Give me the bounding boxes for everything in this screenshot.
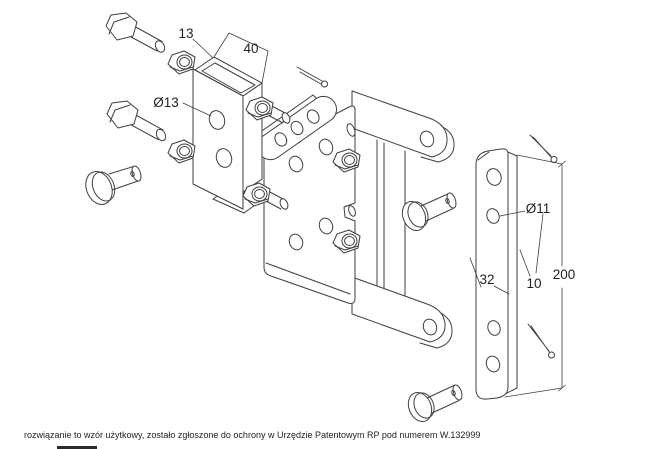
caption: rozwiązanie to wzór użytkowy, zostało zg… (24, 430, 481, 440)
clevis-pin-3 (407, 384, 463, 423)
c-bracket-bottom-arm (351, 276, 446, 343)
main-plate-edge-hole (346, 123, 356, 137)
tube-plate-hole (215, 148, 233, 168)
main-plate-hole (288, 155, 304, 173)
link-plate-hole (306, 109, 320, 124)
c-bracket-top-hole (419, 130, 435, 148)
link-plate-hole (274, 132, 288, 147)
link-plate-hole (290, 120, 304, 136)
flat-bar-hole (487, 320, 501, 336)
square-tube (192, 56, 263, 214)
cotter-pin-right-bottom (527, 323, 555, 359)
flat-bar-face (475, 148, 509, 400)
c-bracket-bottom-hole (422, 318, 438, 336)
main-plate-hole (288, 233, 304, 251)
bolt-head (106, 100, 139, 129)
tube-opening (201, 62, 256, 94)
dim-plate-hole: Ø13 (153, 95, 179, 110)
dim-bar-thickness: 10 (526, 276, 541, 291)
hex-bolt-2 (106, 100, 167, 142)
cotter-pin-top (296, 66, 328, 88)
loose-nut-2 (167, 139, 196, 164)
tube-bolt-lower (242, 182, 289, 210)
loose-nut-1 (167, 50, 196, 75)
clevis-pin-2 (401, 192, 457, 232)
dim-bar-width: 32 (479, 272, 494, 287)
flat-bar-hole (486, 208, 500, 224)
bottom-dark-bar (57, 446, 97, 449)
c-bracket-spine (376, 139, 406, 299)
main-plate-hole (318, 217, 334, 235)
dimensions: 13 40 Ø13 Ø11 32 10 200 (153, 26, 576, 398)
flat-bar-hole (486, 168, 502, 186)
flat-bar-hole (485, 355, 501, 373)
dim-bar-hole: Ø11 (526, 201, 551, 216)
hex-bolt-1 (105, 12, 166, 53)
main-plate-edge-hole (348, 205, 356, 217)
tube-bolt-upper (245, 96, 291, 124)
dim-tube-wall: 13 (178, 26, 193, 41)
clevis-pin-1 (85, 165, 142, 205)
flat-bar (475, 148, 518, 400)
cotter-pin-right-top (529, 134, 558, 163)
pin-head (407, 391, 433, 423)
main-plate (263, 105, 356, 304)
dim-bar-length: 200 (553, 267, 576, 282)
pin-head (401, 200, 427, 232)
c-bracket-top-arm (351, 90, 448, 158)
tube-plate-hole (208, 110, 226, 130)
main-plate-hole (318, 138, 334, 156)
dim-tube-width: 40 (243, 41, 258, 56)
c-bracket (351, 90, 455, 349)
bolt-head (105, 12, 138, 41)
